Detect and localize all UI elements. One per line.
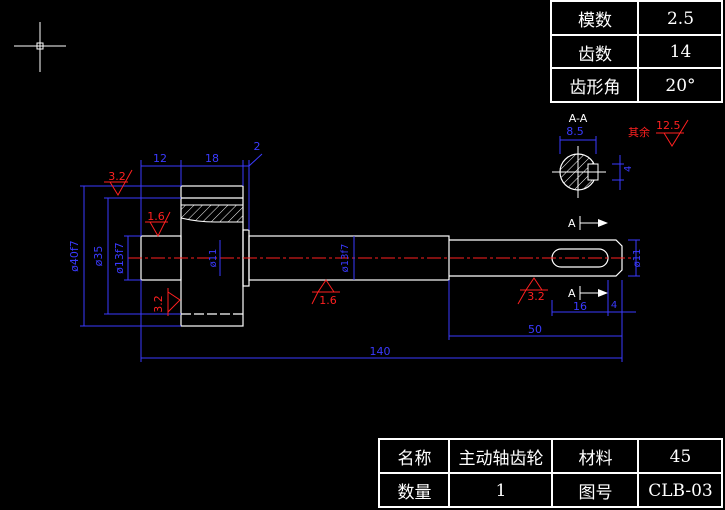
section-arrow-top — [579, 216, 608, 230]
dim-12: 12 — [153, 152, 167, 165]
param-label-teeth: 齿数 — [578, 44, 612, 65]
dim-16: 16 — [573, 300, 587, 313]
dim-2: 2 — [254, 140, 261, 153]
roughness-symbol-3 — [167, 288, 181, 316]
roughness-label-4: 1.6 — [319, 294, 337, 307]
dim-dia-11-right: ø11 — [632, 249, 643, 268]
param-value-teeth: 14 — [669, 42, 692, 62]
dim-dia-13-mid: ø13f7 — [340, 244, 351, 273]
roughness-symbol-2 — [145, 211, 171, 238]
roughness-label-3: 3.2 — [152, 295, 165, 313]
rest-finish-value: 12.5 — [656, 119, 681, 132]
param-value-pressure-angle: 20° — [665, 75, 696, 96]
section-label: A-A — [569, 112, 588, 125]
section-view — [552, 136, 624, 198]
crosshair-icon — [14, 22, 66, 72]
section-arrow-bottom — [579, 286, 608, 300]
gear-section-hatch — [180, 204, 244, 223]
section-marker-top: A — [568, 217, 576, 230]
title-qty-label: 数量 — [397, 483, 432, 503]
title-name-value: 主动轴齿轮 — [458, 449, 544, 469]
dimension-lines — [80, 153, 640, 362]
section-width-dim: 8.5 — [566, 125, 584, 138]
dim-4: 4 — [611, 300, 617, 311]
dim-dia-40: ø40f7 — [68, 240, 81, 272]
rest-finish-label: 其余 — [628, 125, 650, 139]
dim-dia-13-left: ø13f7 — [113, 242, 126, 274]
param-table — [550, 0, 723, 103]
roughness-label-5: 3.2 — [527, 290, 545, 303]
rest-finish-symbol — [663, 119, 689, 147]
roughness-symbol-4 — [311, 279, 340, 305]
param-label-pressure-angle: 齿形角 — [569, 78, 621, 98]
title-material-label: 材料 — [578, 449, 613, 469]
param-value-module: 2.5 — [666, 8, 695, 29]
title-block — [378, 438, 723, 508]
dim-140: 140 — [370, 345, 391, 358]
title-name-label: 名称 — [397, 449, 432, 469]
roughness-label-1: 3.2 — [108, 170, 126, 183]
roughness-symbol-1 — [104, 169, 133, 196]
title-drawing-no-value: CLB-03 — [648, 480, 713, 501]
section-depth-dim: 4 — [623, 166, 634, 172]
title-drawing-no-label: 图号 — [578, 483, 613, 503]
dim-50: 50 — [528, 323, 542, 336]
roughness-symbol-5 — [517, 277, 548, 305]
title-material-value: 45 — [669, 446, 692, 467]
param-label-module: 模数 — [578, 11, 612, 31]
section-marker-bottom: A — [568, 287, 576, 300]
roughness-label-2: 1.6 — [147, 210, 165, 223]
dim-18: 18 — [205, 152, 219, 165]
title-qty-value: 1 — [495, 480, 507, 501]
dim-dia-11-left: ø11 — [208, 249, 219, 268]
dim-dia-35: ø35 — [92, 246, 105, 267]
